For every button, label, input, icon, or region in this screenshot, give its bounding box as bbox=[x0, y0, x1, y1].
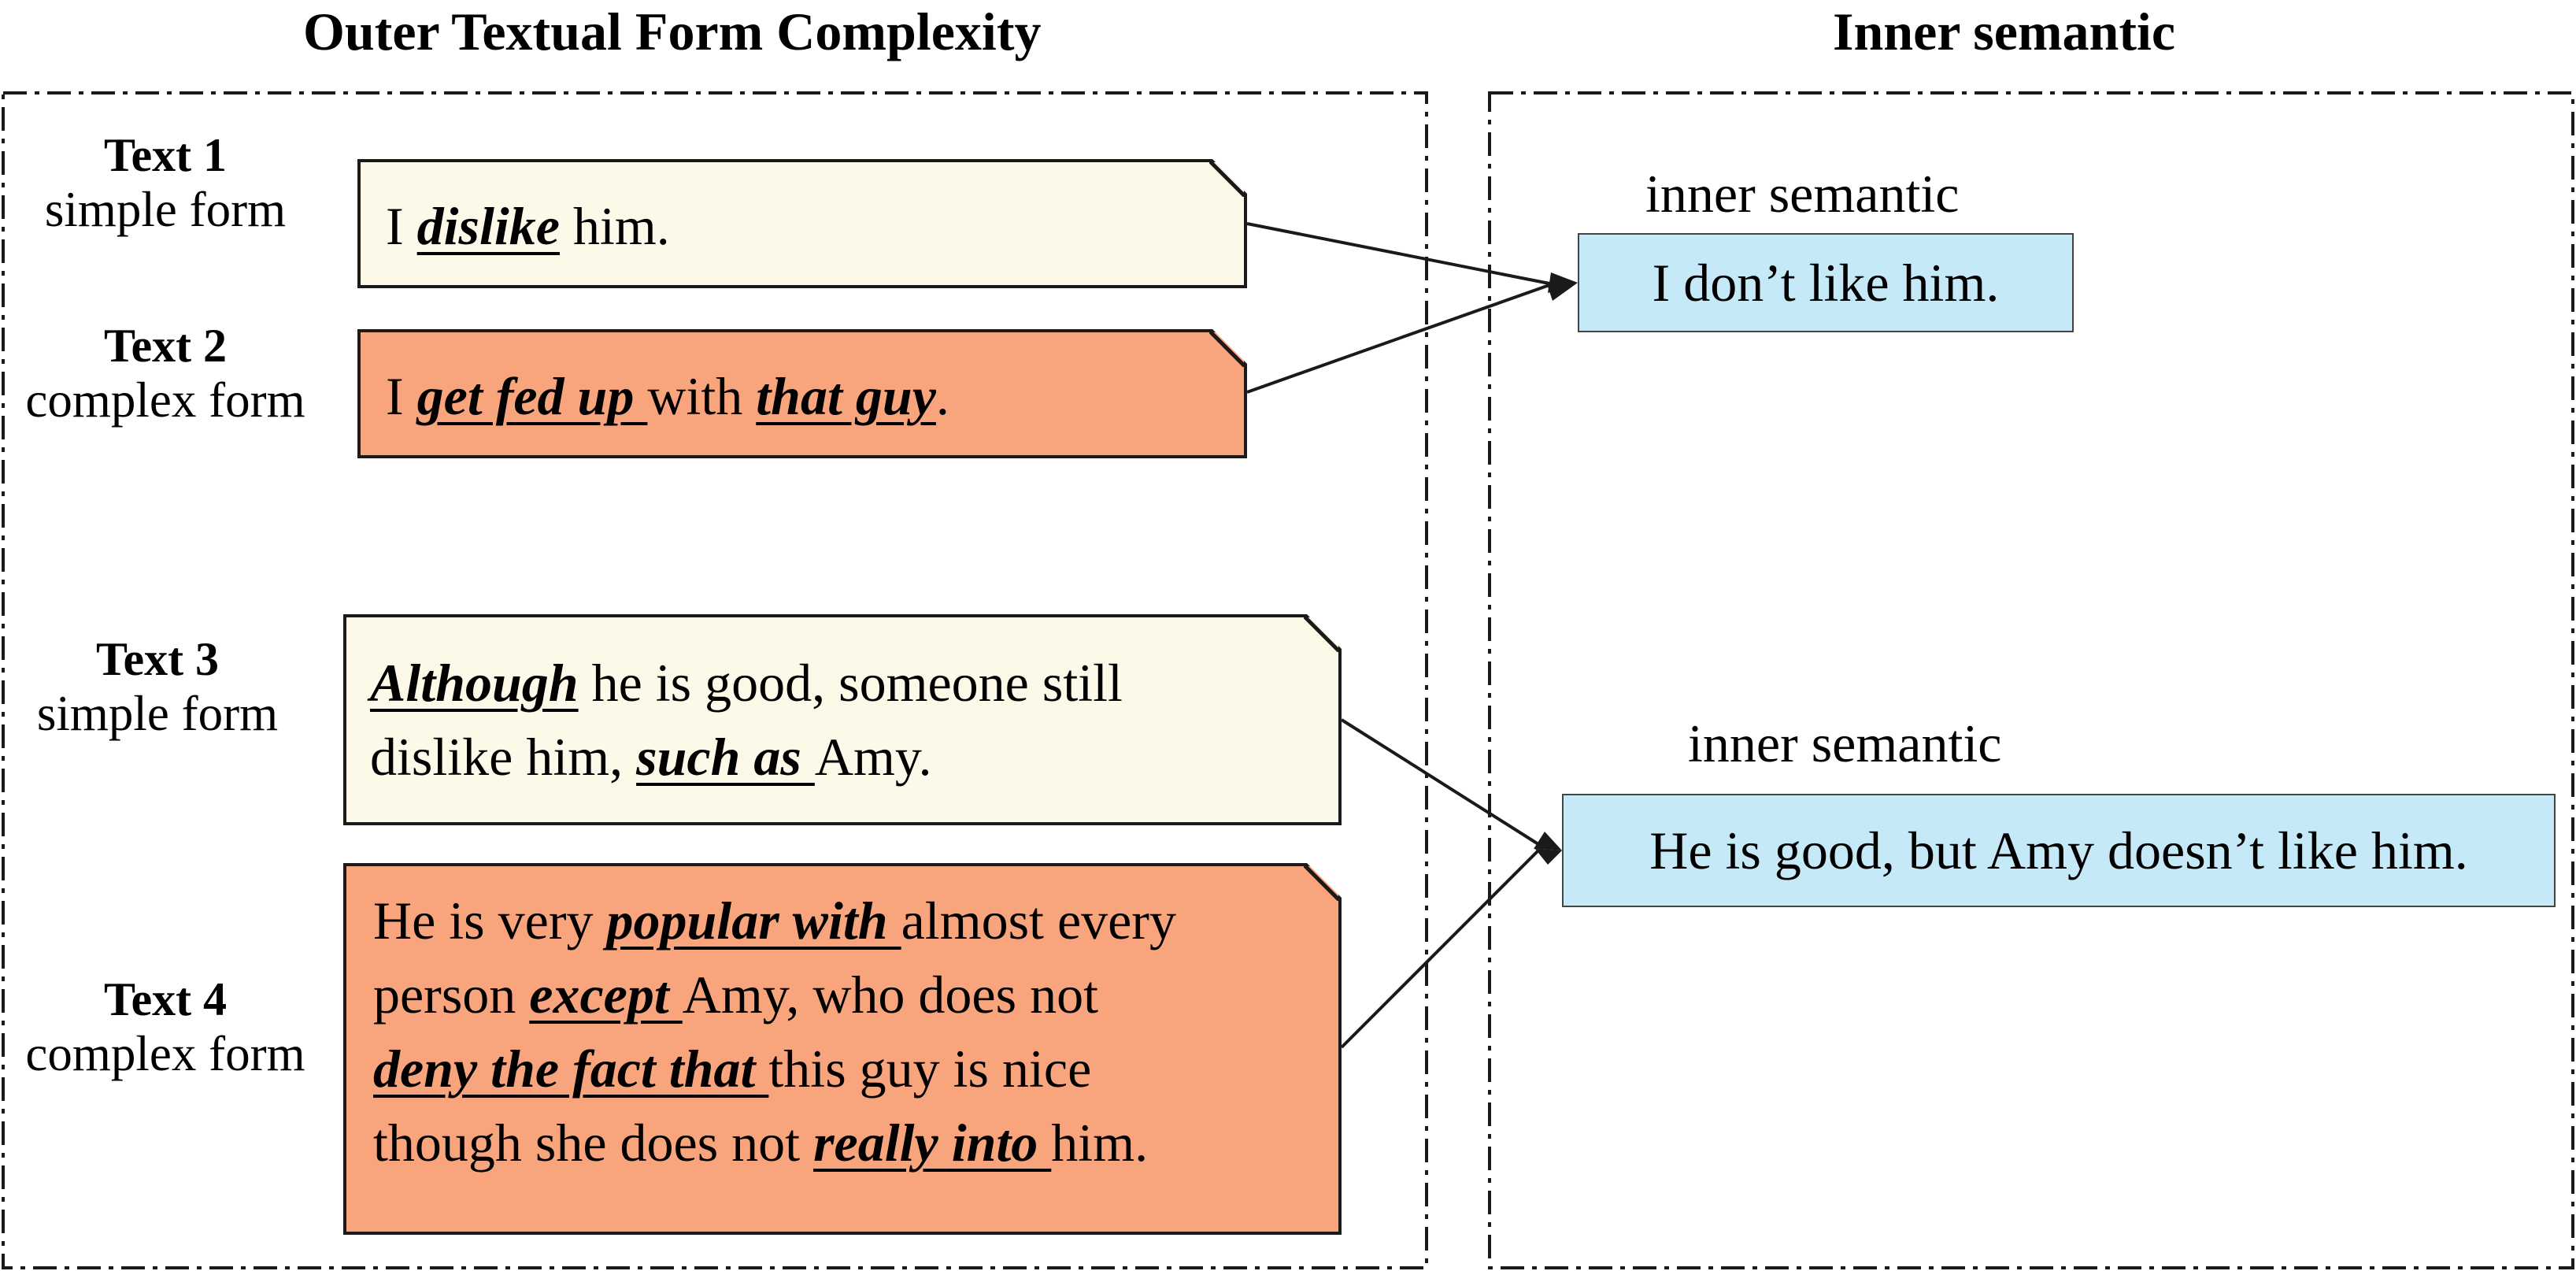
arrowhead-3 bbox=[1534, 832, 1562, 850]
text-line: I dislike him. bbox=[386, 189, 1244, 263]
emphasized-phrase: such as bbox=[636, 727, 815, 787]
emphasized-phrase: popular with bbox=[606, 891, 901, 950]
text-line: I get fed up with that guy. bbox=[386, 359, 1244, 433]
text-1-name: Text 1 bbox=[103, 129, 228, 181]
text-3-name: Text 3 bbox=[95, 633, 220, 685]
text-4-form: complex form bbox=[25, 1026, 305, 1082]
emphasized-phrase: Although bbox=[370, 653, 579, 713]
arrow-text-3-to-semantic-2 bbox=[1340, 718, 1540, 846]
emphasized-phrase: deny the fact that bbox=[373, 1039, 769, 1099]
text-1-box: I dislike him. bbox=[357, 159, 1247, 288]
text-line: person except Amy, who does not bbox=[373, 958, 1338, 1032]
text-2-box: I get fed up with that guy. bbox=[357, 329, 1247, 458]
plain-phrase: though she does not bbox=[373, 1113, 814, 1173]
semantic-1-box: I don’t like him. bbox=[1578, 233, 2074, 332]
text-line: though she does not really into him. bbox=[373, 1106, 1338, 1180]
text-line: Although he is good, someone still bbox=[370, 646, 1338, 720]
semantic-2-box: He is good, but Amy doesn’t like him. bbox=[1562, 794, 2556, 907]
arrowhead-4 bbox=[1535, 849, 1562, 865]
plain-phrase: dislike him, bbox=[370, 727, 637, 787]
text-3-label: Text 3 simple form bbox=[0, 633, 315, 742]
semantic-2-caption: inner semantic bbox=[1688, 713, 2002, 773]
emphasized-phrase: really into bbox=[813, 1113, 1052, 1173]
plain-phrase: Amy. bbox=[814, 727, 932, 787]
plain-phrase: He is very bbox=[373, 891, 607, 950]
plain-phrase: person bbox=[373, 965, 530, 1025]
text-4-name: Text 4 bbox=[103, 973, 228, 1025]
plain-phrase: Amy, who does not bbox=[682, 965, 1098, 1025]
plain-phrase: he is good, someone still bbox=[578, 653, 1123, 713]
semantic-1-caption: inner semantic bbox=[1645, 164, 1960, 224]
text-line: He is very popular with almost every bbox=[373, 884, 1338, 958]
text-1-form: simple form bbox=[44, 182, 287, 238]
plain-phrase: . bbox=[935, 366, 949, 426]
text-2-name: Text 2 bbox=[103, 320, 228, 372]
arrowhead-2 bbox=[1546, 282, 1578, 301]
plain-phrase: with bbox=[647, 366, 757, 426]
arrow-text-4-to-semantic-2 bbox=[1340, 849, 1540, 1049]
arrow-text-1-to-semantic-1 bbox=[1246, 222, 1550, 285]
plain-phrase: I bbox=[386, 366, 417, 426]
arrow-text-2-to-semantic-1 bbox=[1246, 283, 1550, 394]
text-line: dislike him, such as Amy. bbox=[370, 720, 1338, 794]
inner-semantic-heading: Inner semantic bbox=[1833, 2, 2176, 61]
plain-phrase: almost every bbox=[901, 891, 1176, 950]
plain-phrase: him. bbox=[559, 196, 670, 256]
text-1-label: Text 1 simple form bbox=[8, 129, 323, 238]
text-2-form: complex form bbox=[25, 372, 305, 428]
emphasized-phrase: that guy bbox=[756, 366, 936, 426]
text-3-form: simple form bbox=[36, 686, 279, 742]
plain-phrase: I bbox=[386, 196, 417, 256]
plain-phrase: him. bbox=[1051, 1113, 1149, 1173]
text-4-label: Text 4 complex form bbox=[0, 973, 331, 1082]
plain-phrase: this guy is nice bbox=[768, 1039, 1092, 1099]
emphasized-phrase: except bbox=[529, 965, 683, 1025]
text-line: deny the fact that this guy is nice bbox=[373, 1032, 1338, 1106]
outer-form-heading: Outer Textual Form Complexity bbox=[303, 2, 1042, 61]
emphasized-phrase: dislike bbox=[416, 196, 560, 256]
emphasized-phrase: get fed up bbox=[416, 366, 648, 426]
text-2-label: Text 2 complex form bbox=[8, 320, 323, 428]
